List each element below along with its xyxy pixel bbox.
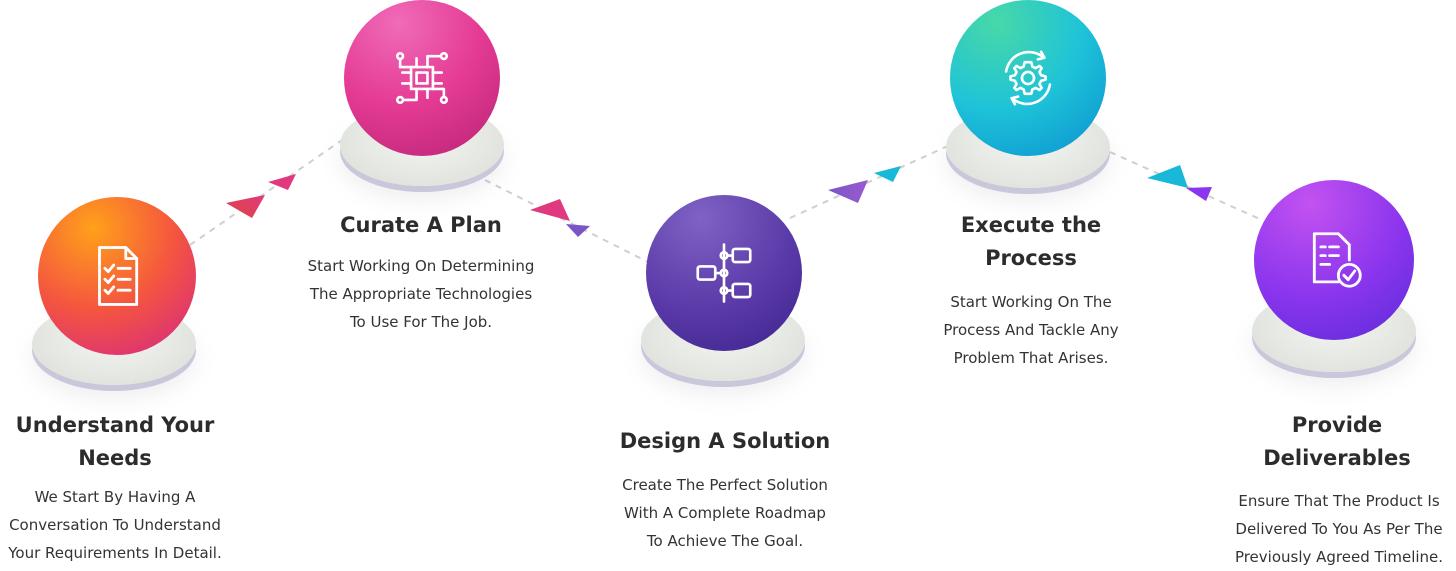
arrow-head: [874, 166, 901, 182]
step-orb: [646, 195, 802, 351]
arrow-head: [1186, 187, 1212, 201]
step-orb: [1254, 180, 1414, 340]
arrow-head: [226, 195, 265, 218]
arrow-head: [268, 174, 296, 190]
step-orb: [344, 0, 500, 156]
circuit-chip-icon: [395, 51, 449, 105]
step-orb: [950, 0, 1106, 156]
gear-cycle-icon: [1004, 50, 1052, 106]
arrow-head: [828, 180, 868, 203]
checklist-document-icon: [98, 246, 139, 306]
step-title: Design A Solution: [619, 429, 831, 453]
step-title: Curate A Plan: [340, 213, 502, 237]
arrow-head: [566, 224, 590, 237]
flowchart-icon: [696, 243, 752, 303]
step-orb: [38, 197, 196, 355]
connector-line-4: [1109, 151, 1263, 221]
verified-document-icon: [1312, 232, 1362, 288]
arrow-head: [530, 199, 570, 221]
connector-line-1: [189, 137, 346, 246]
arrow-head: [1147, 165, 1188, 188]
connector-line-3: [789, 144, 951, 219]
